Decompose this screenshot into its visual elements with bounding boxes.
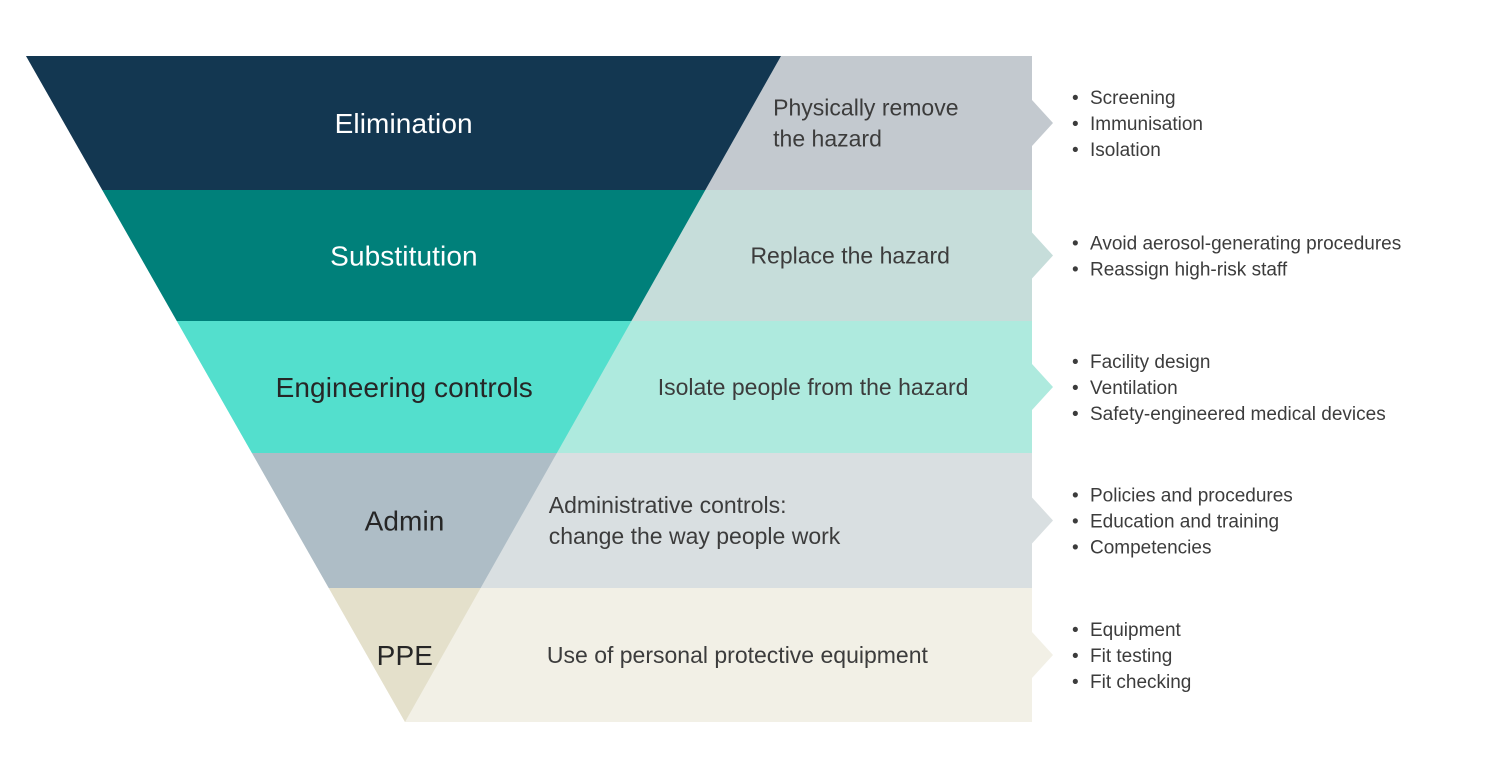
chevron-tabs-layer xyxy=(1032,100,1053,678)
tier-panel-background xyxy=(328,588,1032,722)
bullet-item-text: Competencies xyxy=(1090,538,1211,559)
tier-description: Physically remove the hazard xyxy=(773,95,958,152)
bullet-lists-layer: • Screening • Immunisation • Isolation • Avoid … xyxy=(1072,88,1401,693)
tier-bullet-list: • Avoid aerosol-generating procedures • Rea… xyxy=(1072,234,1401,281)
chevron-right-icon xyxy=(1032,100,1053,146)
tier-description: Replace the hazard xyxy=(750,243,949,269)
bullet-marker-icon: • xyxy=(1072,538,1079,559)
bullet-marker-icon: • xyxy=(1072,114,1079,135)
bullet-marker-icon: • xyxy=(1072,486,1079,507)
tier-bullet-list: • Policies and procedures • Education and t… xyxy=(1072,486,1293,559)
bullet-item-text: Safety-engineered medical devices xyxy=(1090,404,1386,425)
bullet-marker-icon: • xyxy=(1072,352,1079,373)
tier-name-label: Engineering controls xyxy=(276,372,533,403)
tier-description: Administrative controls: change the way p… xyxy=(549,492,841,549)
tier-name-label: Elimination xyxy=(335,108,473,139)
bullet-item-text: Equipment xyxy=(1090,620,1182,641)
bullet-item-text: Screening xyxy=(1090,88,1176,109)
tier-description-line: Replace the hazard xyxy=(750,243,949,269)
bullet-item-text: Facility design xyxy=(1090,352,1210,373)
tier-description-line: Use of personal protective equipment xyxy=(547,642,929,668)
tier-bullet-list: • Screening • Immunisation • Isolation xyxy=(1072,88,1203,161)
tier-description-line: Isolate people from the hazard xyxy=(658,374,969,400)
tier-name-label: PPE xyxy=(377,640,433,671)
bullet-item-text: Reassign high-risk staff xyxy=(1090,260,1288,281)
bullet-item-text: Education and training xyxy=(1090,512,1279,533)
funnel-segment[interactable] xyxy=(328,588,481,722)
bullet-item-text: Ventilation xyxy=(1090,378,1178,399)
tier-bullet-list: • Facility design • Ventilation • Safety-engi… xyxy=(1072,352,1386,425)
bullet-marker-icon: • xyxy=(1072,672,1079,693)
funnel-segment[interactable] xyxy=(251,453,557,588)
bullet-marker-icon: • xyxy=(1072,512,1079,533)
bullet-item-text: Fit checking xyxy=(1090,672,1191,693)
funnel-segment[interactable] xyxy=(176,321,632,453)
bullet-item-text: Avoid aerosol-generating procedures xyxy=(1090,234,1401,255)
tier-description-line: Administrative controls: xyxy=(549,492,787,518)
bullet-marker-icon: • xyxy=(1072,234,1079,255)
tier-bullet-list: • Equipment • Fit testing • Fit checking xyxy=(1072,620,1191,693)
chevron-right-icon xyxy=(1032,497,1053,544)
chevron-right-icon xyxy=(1032,632,1053,678)
funnel-layer xyxy=(26,56,781,722)
bullet-marker-icon: • xyxy=(1072,140,1079,161)
tier-description: Use of personal protective equipment xyxy=(547,642,929,668)
bullet-marker-icon: • xyxy=(1072,260,1079,281)
bullet-marker-icon: • xyxy=(1072,404,1079,425)
tier-description-line: Physically remove xyxy=(773,95,958,121)
tier-description-line: change the way people work xyxy=(549,523,841,549)
bullet-item-text: Policies and procedures xyxy=(1090,486,1293,507)
chevron-right-icon xyxy=(1032,232,1053,279)
bullet-item-text: Isolation xyxy=(1090,140,1161,161)
bullet-item-text: Fit testing xyxy=(1090,646,1172,667)
funnel-segment[interactable] xyxy=(102,190,706,321)
tier-description-line: the hazard xyxy=(773,126,882,152)
chevron-right-icon xyxy=(1032,364,1053,410)
bullet-marker-icon: • xyxy=(1072,646,1079,667)
bullet-marker-icon: • xyxy=(1072,88,1079,109)
tier-name-label: Admin xyxy=(365,506,445,537)
tier-name-label: Substitution xyxy=(330,241,478,272)
bullet-marker-icon: • xyxy=(1072,378,1079,399)
bullet-item-text: Immunisation xyxy=(1090,114,1203,135)
bullet-marker-icon: • xyxy=(1072,620,1079,641)
funnel-segment[interactable] xyxy=(26,56,781,190)
tier-description: Isolate people from the hazard xyxy=(658,374,969,400)
